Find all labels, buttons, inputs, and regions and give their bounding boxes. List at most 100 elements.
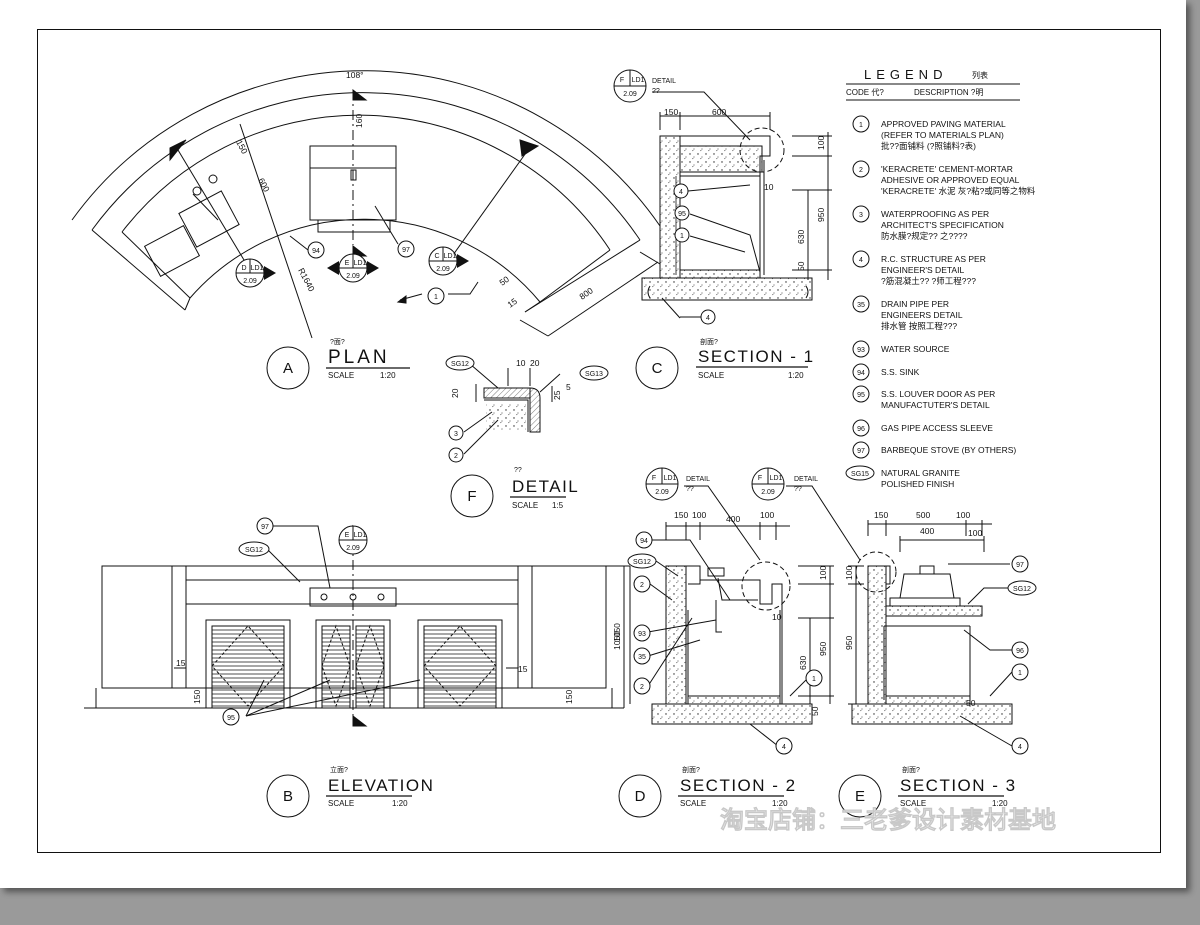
plan-dim-160: 160	[354, 114, 364, 128]
section2-title-block: D 剖面? SECTION - 2 SCALE 1:20	[618, 765, 795, 818]
legend-code: 1	[859, 122, 863, 129]
legend-code: 95	[857, 392, 865, 399]
detail-view	[463, 363, 561, 455]
legend-description-line: ENGINEER'S DETAIL	[881, 265, 964, 275]
svg-text:SCALE: SCALE	[328, 799, 354, 808]
legend-description-line: 批??面铺料 (?照铺料?表)	[881, 141, 976, 151]
s1-tag-4-top: 4	[673, 183, 689, 199]
svg-text:LD1: LD1	[444, 253, 457, 260]
plan-dim-800: 800	[577, 285, 595, 301]
s2-tag-1: 1	[805, 669, 823, 687]
legend-code: 3	[859, 212, 863, 219]
f-dim-25: 25	[552, 390, 562, 400]
s1-dim-10: 10	[764, 182, 774, 192]
svg-text:LD1: LD1	[632, 77, 645, 84]
plan-tag-97: 97	[397, 240, 415, 258]
drawing-border	[37, 29, 1161, 853]
elev-tag-sg12: SG12	[238, 541, 270, 557]
section3-view	[786, 485, 1013, 747]
svg-text:SCALE: SCALE	[680, 799, 706, 808]
s1-dim-950: 950	[816, 208, 826, 222]
plan-dim-600: 600	[256, 176, 272, 193]
s1-dim-630: 630	[796, 230, 806, 244]
legend-title-cn: 列表	[972, 70, 988, 80]
svg-text:2.09: 2.09	[655, 489, 669, 496]
svg-text:F: F	[758, 475, 762, 482]
svg-text:LD1: LD1	[354, 260, 367, 267]
legend-code-mark	[852, 160, 870, 178]
svg-text:C: C	[434, 253, 439, 260]
svg-text:SG12: SG12	[451, 361, 469, 368]
svg-text:剖面?: 剖面?	[700, 337, 718, 346]
svg-text:D: D	[241, 265, 246, 272]
s3-ref-callout: F LD1 2.09 DETAIL ??	[751, 467, 818, 501]
legend-description-line: 'KERACRETE' 水泥 灰?粘?或同等之物料	[881, 186, 1036, 196]
svg-text:F: F	[652, 475, 656, 482]
svg-text:??: ??	[514, 467, 522, 474]
s2-dim-100b: 100	[760, 510, 774, 520]
svg-text:LD1: LD1	[664, 475, 677, 482]
s1-dim-600: 600	[712, 107, 726, 117]
svg-text:A: A	[283, 360, 293, 377]
svg-text:35: 35	[638, 654, 646, 661]
svg-text:SCALE: SCALE	[698, 371, 724, 380]
legend-description-line: ARCHITECT'S SPECIFICATION	[881, 220, 1004, 230]
svg-text:2: 2	[454, 453, 458, 460]
s2-tag-94: 94	[635, 531, 653, 549]
legend-code-mark	[852, 295, 870, 313]
s3-dim-100c: 100	[844, 566, 854, 580]
plan-dim-arc: 108°	[346, 70, 364, 80]
svg-text:E: E	[345, 260, 350, 267]
svg-text:DETAIL: DETAIL	[686, 476, 710, 483]
svg-text:??: ??	[794, 486, 802, 493]
plan-dim-50: 50	[497, 274, 511, 288]
f-tag-3: 3	[448, 425, 464, 441]
plan-tag-94: 94	[307, 241, 325, 259]
elev-dim-1050: 1050	[612, 631, 622, 650]
svg-text:SECTION - 3: SECTION - 3	[900, 776, 1017, 795]
legend-code-mark	[845, 465, 875, 481]
f-tag-sg13: SG13	[579, 365, 609, 381]
svg-text:2.09: 2.09	[243, 278, 257, 285]
elev-tag-97: 97	[256, 517, 274, 535]
svg-text:F: F	[467, 488, 476, 505]
s2-dim-10: 10	[772, 612, 782, 622]
svg-text:SCALE: SCALE	[512, 501, 538, 510]
svg-text:1: 1	[680, 233, 684, 240]
svg-text:DETAIL: DETAIL	[794, 476, 818, 483]
svg-text:LD1: LD1	[770, 475, 783, 482]
elevation-title-block: B 立面? ELEVATION SCALE 1:20	[266, 765, 433, 818]
svg-text:2: 2	[640, 582, 644, 589]
svg-text:PLAN: PLAN	[328, 347, 390, 368]
elev-ref-callout: E LD1 2.09	[338, 525, 368, 555]
f-tag-sg12: SG12	[445, 355, 475, 371]
legend-code-mark	[852, 115, 870, 133]
s3-dim-100: 100	[956, 510, 970, 520]
svg-text:97: 97	[261, 524, 269, 531]
svg-text:95: 95	[678, 211, 686, 218]
svg-text:SCALE: SCALE	[900, 799, 926, 808]
legend-code: 94	[857, 370, 865, 377]
svg-text:93: 93	[638, 631, 646, 638]
svg-text:B: B	[283, 788, 293, 805]
svg-text:1:20: 1:20	[788, 371, 804, 380]
legend-description-line: S.S. LOUVER DOOR AS PER	[881, 389, 995, 399]
legend-item-95: 95 S.S. LOUVER DOOR AS PERMANUFACTUTER'S …	[852, 385, 995, 410]
s1-dim-50: 50	[796, 261, 806, 271]
legend-description-line: R.C. STRUCTURE AS PER	[881, 254, 986, 264]
legend-code: SG15	[851, 471, 869, 478]
s1-ref-callout: F LD1 2.09 DETAIL ??	[613, 69, 676, 103]
legend-description-line: WATER SOURCE	[881, 344, 950, 354]
legend-code-header: CODE 代?	[846, 87, 884, 97]
elev-dim-15-right: 15	[518, 664, 528, 674]
svg-text:1:5: 1:5	[552, 501, 564, 510]
legend-description-line: MANUFACTUTER'S DETAIL	[881, 400, 990, 410]
svg-text:SECTION - 1: SECTION - 1	[698, 347, 815, 366]
f-dim-20b: 20	[450, 388, 460, 398]
s1-tag-1: 1	[674, 227, 690, 243]
